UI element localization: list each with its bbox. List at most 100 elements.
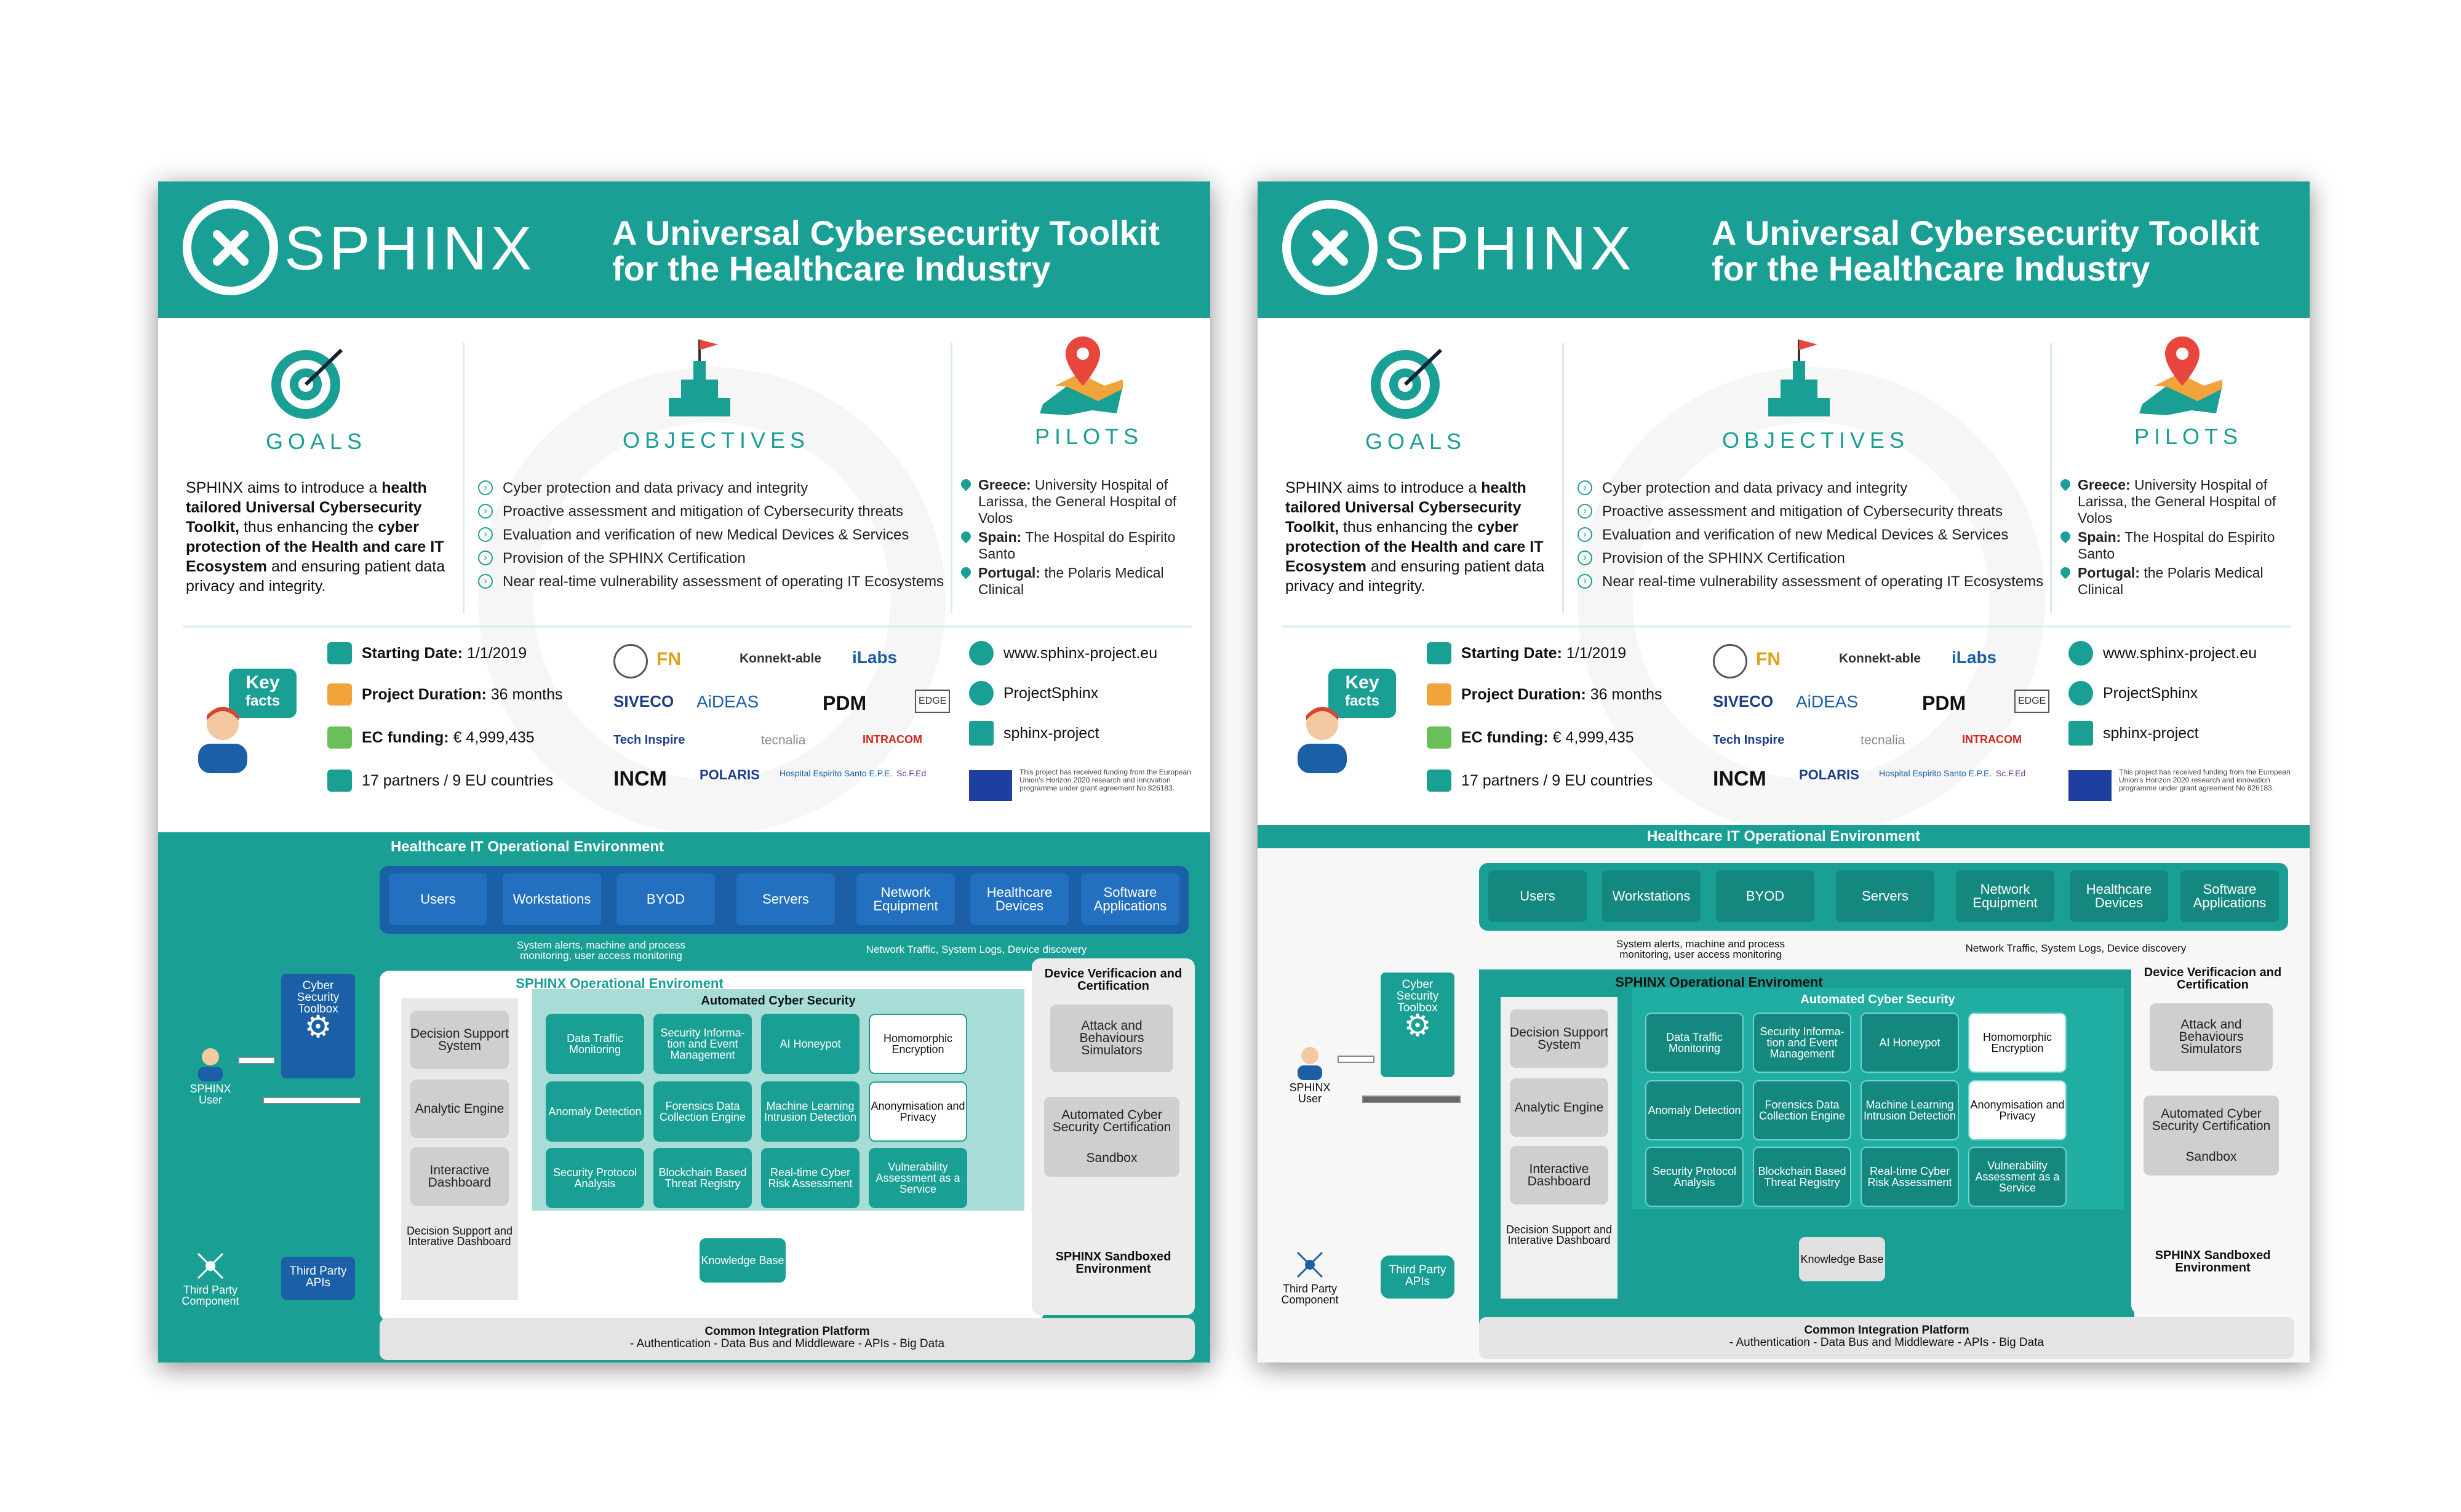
page-title: A Universal Cybersecurity Toolkit for th… <box>1712 213 2260 288</box>
ec-funding: EC funding: € 4,999,435 <box>1427 725 1732 750</box>
it-environment: Users Workstations BYOD Servers Network … <box>380 866 1189 934</box>
acs-item: Blockchain Based Threat Registry <box>1753 1147 1851 1207</box>
acs-item: Forensics Data Collection Engine <box>653 1081 752 1142</box>
sphinx-user-label: SPHINX User <box>1289 1081 1331 1105</box>
knowledge-base: Knowledge Base <box>700 1238 786 1283</box>
goals-text: SPHINX aims to introduce a health tailor… <box>186 479 445 595</box>
alerts-note: System alerts, machine and process monit… <box>1616 938 1785 960</box>
it-item: Users <box>389 873 487 925</box>
linkedin-link[interactable]: sphinx-project <box>2068 721 2310 746</box>
list-item: ›Proactive assessment and mitigation of … <box>1578 500 2057 523</box>
it-item: BYOD <box>616 873 715 925</box>
acs-item: Security Protocol Analysis <box>1645 1147 1744 1207</box>
acs-item: AI Honeypot <box>1861 1013 1959 1073</box>
ops-title: SPHINX Operational Enviroment <box>1615 974 1823 990</box>
third-party-apis: Third Party APIs <box>1381 1255 1454 1299</box>
linkedin-icon <box>969 721 994 746</box>
objectives-title: OBJECTIVES <box>623 428 810 453</box>
pilots-list: Greece: University Hospital of Larissa, … <box>959 477 1194 600</box>
it-item: Network Equipment <box>856 873 955 925</box>
twitter-link[interactable]: ProjectSphinx <box>969 681 1210 706</box>
twitter-link[interactable]: ProjectSphinx <box>2068 681 2310 706</box>
website-link[interactable]: www.sphinx-project.eu <box>969 641 1210 666</box>
third-party-component-label: Third Party Component <box>1281 1283 1339 1306</box>
objectives-title: OBJECTIVES <box>1722 428 1910 453</box>
poster-teal-variant: SPHINX A Universal Cybersecurity Toolkit… <box>1258 181 2310 1363</box>
acs-item: AI Honeypot <box>761 1014 860 1074</box>
acs-item: Anonymisation and Privacy <box>869 1081 967 1142</box>
poster-header: SPHINX A Universal Cybersecurity Toolkit… <box>158 181 1210 318</box>
it-item: Network Equipment <box>1956 870 2054 922</box>
acs-item: Real-time Cyber Risk Assessment <box>761 1148 860 1208</box>
traffic-note: Network Traffic, System Logs, Device dis… <box>1965 942 2187 954</box>
person-icon <box>1298 707 1347 773</box>
automated-cyber-security: Automated Cyber Security Data Traffic Mo… <box>532 989 1024 1211</box>
podium-flag-icon <box>1768 340 1830 416</box>
network-icon <box>197 1252 224 1279</box>
third-party-apis: Third Party APIs <box>281 1257 355 1300</box>
acs-item: Machine Learning Intrusion Detection <box>1861 1080 1959 1140</box>
person-icon <box>198 707 247 773</box>
ec-funding: EC funding: € 4,999,435 <box>327 725 632 750</box>
sphinx-user-label: SPHINX User <box>189 1083 231 1106</box>
user-icon <box>198 1048 223 1081</box>
acs-item: Security Protocol Analysis <box>546 1148 644 1208</box>
logo-text: SPHINX <box>1384 214 1635 283</box>
project-duration: Project Duration: 36 months <box>327 682 632 707</box>
dss-title: Decision Support and Interative Dashboar… <box>406 1225 513 1247</box>
acs-item: Blockchain Based Threat Registry <box>653 1148 752 1208</box>
goals-text: SPHINX aims to introduce a health tailor… <box>1285 479 1545 595</box>
acs-item: Vulnerability Assessment as a Service <box>869 1148 967 1208</box>
objectives-list: ›Cyber protection and data privacy and i… <box>1578 477 2057 594</box>
it-item: Software Applications <box>1081 873 1179 925</box>
university-seal-icon <box>1713 644 1747 678</box>
acs-item: Vulnerability Assessment as a Service <box>1968 1147 2067 1207</box>
list-item: Spain: The Hospital do Espirito Santo <box>2058 529 2293 562</box>
it-env-title: Healthcare IT Operational Environment <box>1258 825 2310 848</box>
starting-date: Starting Date: 1/1/2019 <box>1427 641 1732 666</box>
traffic-note: Network Traffic, System Logs, Device dis… <box>866 944 1087 955</box>
list-item: ›Near real-time vulnerability assessment… <box>1578 570 2057 594</box>
eu-flag-icon <box>969 770 1012 801</box>
target-icon <box>1371 348 1443 419</box>
dss-title: Decision Support and Interative Dashboar… <box>1506 1224 1613 1246</box>
dss-item: Decision Support System <box>410 1011 509 1069</box>
acs-item: Data Traffic Monitoring <box>1645 1013 1744 1073</box>
map-pin-icon <box>1040 336 1123 415</box>
list-item: ›Provision of the SPHINX Certification <box>1578 547 2057 570</box>
partner-logos: FN Konnekt-able iLabs SIVECO AiDEAS PDM … <box>1707 638 2057 795</box>
acs-item: Anomaly Detection <box>546 1081 644 1142</box>
cyber-toolbox: Cyber Security Toolbox⚙ <box>281 974 355 1078</box>
list-item: ›Near real-time vulnerability assessment… <box>478 570 958 594</box>
it-item: BYOD <box>1716 870 1814 922</box>
device-verification: Device Verificacion and Certification <box>2144 966 2282 992</box>
partners-count: 17 partners / 9 EU countries <box>327 768 632 793</box>
attack-simulators: Attack and Behaviours Simulators <box>2150 1003 2273 1071</box>
it-environment: Users Workstations BYOD Servers Network … <box>1479 863 2288 931</box>
gears-icon: ⚙ <box>304 1009 332 1044</box>
integration-platform: Common Integration Platform- Authenticat… <box>380 1318 1195 1360</box>
pilots-title: PILOTS <box>1035 424 1144 449</box>
website-link[interactable]: www.sphinx-project.eu <box>2068 641 2310 666</box>
it-env-title: Healthcare IT Operational Environment <box>390 838 664 855</box>
cyber-toolbox: Cyber Security Toolbox⚙ <box>1381 973 1454 1077</box>
eu-funding-notice: This project has received funding from t… <box>2119 768 2291 792</box>
globe-icon <box>2068 641 2093 666</box>
dss-item: Decision Support System <box>1510 1009 1608 1068</box>
gears-icon: ⚙ <box>1403 1008 1432 1043</box>
project-duration: Project Duration: 36 months <box>1427 682 1732 707</box>
acs-item: Anonymisation and Privacy <box>1968 1080 2067 1140</box>
poster-blue-variant: SPHINX A Universal Cybersecurity Toolkit… <box>158 181 1210 1363</box>
it-item: Servers <box>736 873 835 925</box>
linkedin-link[interactable]: sphinx-project <box>969 721 1210 746</box>
sandbox-env-label: SPHINX Sandboxed Environment <box>2155 1249 2271 1275</box>
ops-title: SPHINX Operational Enviroment <box>516 976 724 991</box>
acs-item: Machine Learning Intrusion Detection <box>761 1081 860 1142</box>
it-item: Software Applications <box>2180 870 2279 922</box>
twitter-icon <box>2068 681 2093 706</box>
list-item: ›Cyber protection and data privacy and i… <box>1578 477 2057 500</box>
